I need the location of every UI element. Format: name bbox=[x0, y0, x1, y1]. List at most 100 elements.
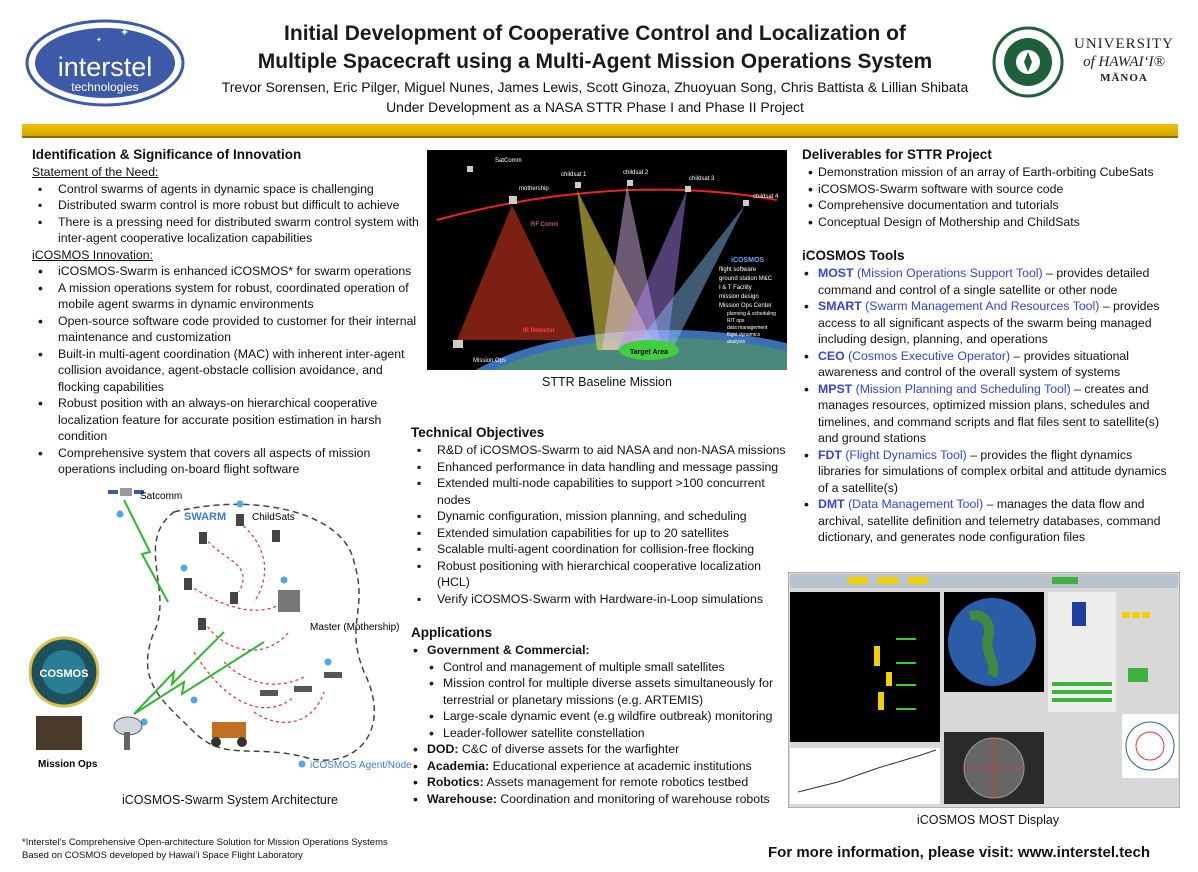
tool-item: SMART (Swarm Management And Resources To… bbox=[802, 298, 1176, 348]
list-item: Comprehensive documentation and tutorial… bbox=[802, 197, 1174, 214]
list-item: R&D of iCOSMOS-Swarm to aid NASA and non… bbox=[411, 442, 789, 459]
applications-list: Government & Commercial: Control and man… bbox=[411, 642, 789, 807]
svg-text:COSMOS: COSMOS bbox=[40, 668, 89, 680]
svg-text:ground station M&C: ground station M&C bbox=[719, 276, 773, 282]
list-item: Academia: Educational experience at acad… bbox=[411, 758, 789, 775]
master-label: Master (Mothership) bbox=[310, 622, 399, 633]
satcomm-label: Satcomm bbox=[140, 491, 182, 502]
architecture-caption: iCOSMOS-Swarm System Architecture bbox=[121, 793, 338, 807]
list-item: iCOSMOS-Swarm is enhanced iCOSMOS* for s… bbox=[32, 263, 422, 280]
svg-text:✦: ✦ bbox=[96, 36, 102, 44]
list-item: Control swarms of agents in dynamic spac… bbox=[32, 181, 422, 198]
list-item: Warehouse: Coordination and monitoring o… bbox=[411, 791, 789, 808]
drone-icons bbox=[260, 672, 342, 696]
svg-text:R/T ops: R/T ops bbox=[727, 318, 745, 324]
tool-item: DMT (Data Management Tool) – manages the… bbox=[802, 496, 1176, 546]
beam-4 bbox=[632, 205, 745, 350]
deliverables-list: Demonstration mission of an array of Ear… bbox=[802, 164, 1174, 230]
tools-section: iCOSMOS Tools MOST (Mission Operations S… bbox=[802, 247, 1176, 546]
list-item: Robust position with an always-on hierar… bbox=[32, 395, 422, 445]
university-logo: UNIVERSITY of HAWAIʻI® MĀNOA bbox=[992, 26, 1173, 98]
childsat-icons bbox=[184, 514, 280, 630]
innovation-list: iCOSMOS-Swarm is enhanced iCOSMOS* for s… bbox=[32, 263, 422, 478]
sttr-mission-figure: Target Area SatComm mothership childsat … bbox=[427, 150, 787, 370]
svg-text:mission design: mission design bbox=[719, 294, 759, 300]
ir-beam bbox=[457, 205, 577, 340]
list-item: Built-in multi-agent coordination (MAC) … bbox=[32, 346, 422, 396]
list-item: Comprehensive system that covers all asp… bbox=[32, 445, 422, 478]
svg-text:data management: data management bbox=[727, 325, 768, 331]
most-caption: iCOSMOS MOST Display bbox=[916, 813, 1060, 827]
list-item: Robust positioning with hierarchical coo… bbox=[411, 558, 789, 591]
need-heading: Statement of the Need: bbox=[32, 165, 159, 179]
list-item: A mission operations system for robust, … bbox=[32, 280, 422, 313]
svg-text:✦: ✦ bbox=[136, 25, 144, 35]
need-list: Control swarms of agents in dynamic spac… bbox=[32, 181, 422, 247]
beam-2 bbox=[602, 185, 662, 350]
svg-text:mothership: mothership bbox=[519, 186, 549, 192]
list-item: Distributed swarm control is more robust… bbox=[32, 197, 422, 214]
cosmos-seal: COSMOS bbox=[28, 636, 100, 708]
svg-text:analysis: analysis bbox=[727, 339, 746, 345]
list-item: Robotics: Assets management for remote r… bbox=[411, 774, 789, 791]
svg-text:SatComm: SatComm bbox=[495, 158, 522, 164]
satellite-icons bbox=[453, 166, 749, 348]
svg-text:planning & scheduling: planning & scheduling bbox=[727, 311, 776, 317]
list-item: Mission control for multiple diverse ass… bbox=[427, 675, 789, 708]
svg-text:flight dynamics: flight dynamics bbox=[727, 332, 761, 338]
beam-3 bbox=[617, 190, 687, 350]
svg-text:IR Detector: IR Detector bbox=[523, 328, 556, 334]
list-item: Dynamic configuration, mission planning,… bbox=[411, 508, 789, 525]
svg-text:childsat 1: childsat 1 bbox=[561, 172, 587, 178]
svg-text:childsat 3: childsat 3 bbox=[689, 176, 715, 182]
sttr-caption: STTR Baseline Mission bbox=[542, 375, 672, 389]
coordination-links bbox=[183, 521, 325, 723]
uh-seal-icon bbox=[992, 26, 1064, 98]
more-info-link[interactable]: For more information, please visit: www.… bbox=[768, 844, 1151, 861]
svg-text:interstel: interstel bbox=[58, 52, 153, 82]
target-area-icon bbox=[619, 340, 679, 360]
svg-text:Mission Ops: Mission Ops bbox=[473, 358, 506, 364]
author-list: Trevor Sorensen, Eric Pilger, Miguel Nun… bbox=[221, 79, 969, 115]
objectives-heading: Technical Objectives bbox=[411, 425, 545, 440]
deliverables-heading: Deliverables for STTR Project bbox=[802, 147, 992, 162]
identification-section: Identification & Significance of Innovat… bbox=[32, 146, 422, 478]
list-item: Conceptual Design of Mothership and Chil… bbox=[802, 214, 1174, 231]
innovation-heading: iCOSMOS Innovation: bbox=[32, 247, 153, 262]
list-item: Open-source software code provided to cu… bbox=[32, 313, 422, 346]
tool-item: MOST (Mission Operations Support Tool) –… bbox=[802, 265, 1176, 298]
satcomm-icon bbox=[108, 488, 144, 496]
swarm-label: SWARM bbox=[184, 511, 226, 523]
identification-heading: Identification & Significance of Innovat… bbox=[32, 147, 302, 162]
poster-title: Initial Development of Cooperative Contr… bbox=[257, 22, 933, 73]
footnote: *Interstel’s Comprehensive Open-architec… bbox=[22, 837, 388, 861]
tools-list: MOST (Mission Operations Support Tool) –… bbox=[802, 265, 1176, 546]
svg-text:technologies: technologies bbox=[71, 80, 138, 94]
list-item: Leader-follower satellite constellation bbox=[427, 725, 789, 742]
rover-icon bbox=[211, 722, 247, 747]
list-item: Enhanced performance in data handling an… bbox=[411, 459, 789, 476]
icosmos-feature-list: iCOSMOS flight software ground station M… bbox=[719, 257, 776, 345]
childsats-label: ChildSats bbox=[252, 512, 295, 523]
list-item: Extended multi-node capabilities to supp… bbox=[411, 475, 789, 508]
svg-text:Target Area: Target Area bbox=[630, 349, 668, 356]
list-item: iCOSMOS-Swarm software with source code bbox=[802, 181, 1174, 198]
list-item: Demonstration mission of an array of Ear… bbox=[802, 164, 1174, 181]
beam-1 bbox=[577, 190, 657, 350]
mission-ops-photo bbox=[36, 716, 82, 750]
gov-sublist: Control and management of multiple small… bbox=[427, 659, 789, 742]
list-item: DOD: C&C of diverse assets for the warfi… bbox=[411, 741, 789, 758]
ground-antenna-icon bbox=[113, 716, 143, 750]
mothership-icon bbox=[278, 590, 300, 612]
svg-text:Mission Ops Center: Mission Ops Center bbox=[719, 303, 772, 309]
most-display-screenshot bbox=[788, 572, 1180, 808]
svg-text:childsat 4: childsat 4 bbox=[753, 194, 779, 200]
orbit-path bbox=[436, 188, 778, 221]
objectives-section: Technical Objectives R&D of iCOSMOS-Swar… bbox=[411, 424, 789, 607]
tool-item: FDT (Flight Dynamics Tool) – provides th… bbox=[802, 447, 1176, 497]
architecture-diagram: Satcomm SWARM ChildSats Master (Mothersh… bbox=[28, 488, 412, 771]
list-item: There is a pressing need for distributed… bbox=[32, 214, 422, 247]
interstel-logo: ✦ ✦ ✦ interstel technologies bbox=[25, 19, 185, 107]
tools-heading: iCOSMOS Tools bbox=[802, 248, 905, 263]
svg-text:flight software: flight software bbox=[719, 267, 757, 273]
